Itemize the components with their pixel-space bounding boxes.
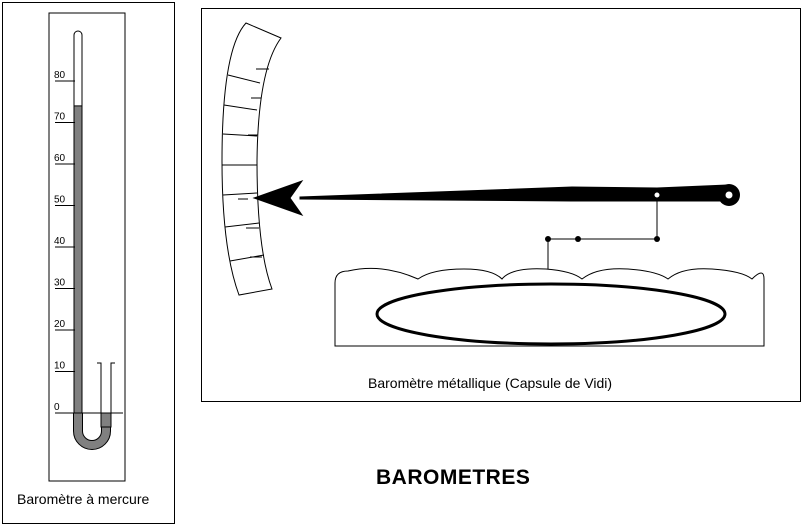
mercury-caption: Baromètre à mercure (17, 491, 150, 507)
linkage-rod (547, 198, 658, 271)
mercury-barometer-diagram: 0 10 20 30 40 50 60 70 80 (48, 12, 126, 482)
linkage-node-1 (545, 236, 551, 242)
pointer-arrowhead (252, 180, 304, 216)
pointer-needle (299, 184, 728, 202)
scale-ticks: 0 10 20 30 40 50 60 70 80 (54, 70, 123, 414)
page-title: BAROMETRES (376, 466, 531, 489)
metallic-barometer-diagram (221, 22, 765, 347)
open-arm-mercury (100, 412, 112, 428)
linkage-joint (653, 191, 661, 199)
scale-tick-label: 40 (54, 236, 66, 247)
metallic-barometer-panel: Baromètre métallique (Capsule de Vidi) (201, 8, 801, 402)
linkage-node-2 (575, 236, 581, 242)
scale-tick-label: 70 (54, 112, 66, 123)
pivot-hole (725, 191, 733, 199)
linkage-node-3 (654, 236, 660, 242)
vidi-capsule-body (334, 267, 765, 347)
mercury-barometer-panel: 0 10 20 30 40 50 60 70 80 Baromètre à mercure (2, 2, 175, 524)
mercury-column (73, 105, 83, 414)
scale-tick-label: 30 (54, 278, 66, 289)
open-arm (97, 362, 115, 413)
scale-tick-label: 60 (54, 153, 66, 164)
dial-scale (221, 22, 282, 296)
scale-tick-label: 80 (54, 70, 66, 81)
scale-tick-label: 10 (54, 361, 66, 372)
scale-tick-label: 50 (54, 195, 66, 206)
dial-graduations (222, 68, 269, 262)
glass-tube (73, 30, 83, 413)
metallic-caption: Baromètre métallique (Capsule de Vidi) (368, 375, 613, 391)
vacuum-capsule (375, 282, 727, 346)
u-bend-mercury (74, 413, 110, 449)
scale-tick-label: 20 (54, 319, 66, 330)
scale-tick-label: 0 (54, 402, 60, 413)
